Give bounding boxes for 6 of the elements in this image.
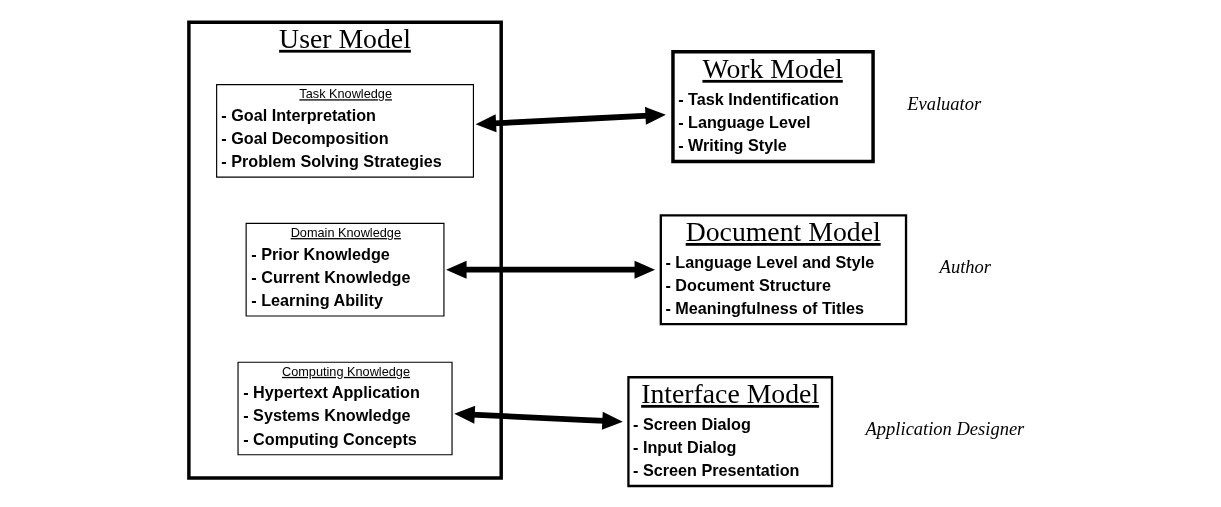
arrow	[475, 106, 666, 133]
node-label: Application Designer	[865, 418, 1025, 439]
node-label: Author	[939, 256, 991, 277]
node-label: Evaluator	[907, 93, 982, 114]
arrow	[446, 260, 656, 279]
arrow	[454, 405, 623, 430]
